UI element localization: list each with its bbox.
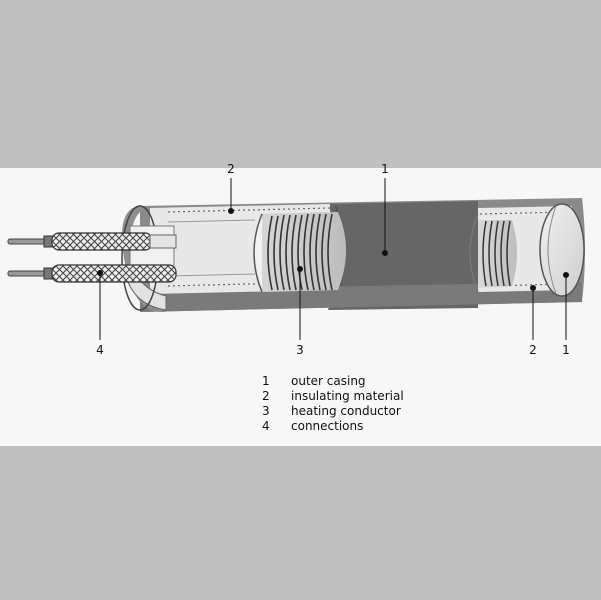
legend-label: connections (291, 419, 364, 433)
legend-number: 3 (262, 404, 270, 418)
legend-item: 3 heating conductor (262, 404, 404, 419)
legend-label: outer casing (291, 374, 366, 388)
callout-heating-conductor: 3 (296, 343, 304, 357)
legend-label: heating conductor (291, 404, 401, 418)
leader-lines (97, 178, 569, 340)
connections (7, 232, 177, 283)
callout-outer-casing-bottom: 1 (562, 343, 570, 357)
callout-insulating-material-bottom: 2 (529, 343, 537, 357)
legend-number: 4 (262, 419, 270, 433)
heating-conductor-left (253, 212, 346, 293)
legend: 1 outer casing 2 insulating material 3 h… (262, 374, 404, 434)
legend-item: 1 outer casing (262, 374, 404, 389)
legend-item: 2 insulating material (262, 389, 404, 404)
callout-connections: 4 (96, 343, 104, 357)
legend-number: 2 (262, 389, 270, 403)
legend-label: insulating material (291, 389, 404, 403)
callout-outer-casing-top: 1 (381, 162, 389, 176)
callout-insulating-material-top: 2 (227, 162, 235, 176)
heating-conductor-right (469, 213, 517, 293)
legend-number: 1 (262, 374, 270, 388)
legend-item: 4 connections (262, 419, 404, 434)
end-cap (539, 203, 585, 297)
